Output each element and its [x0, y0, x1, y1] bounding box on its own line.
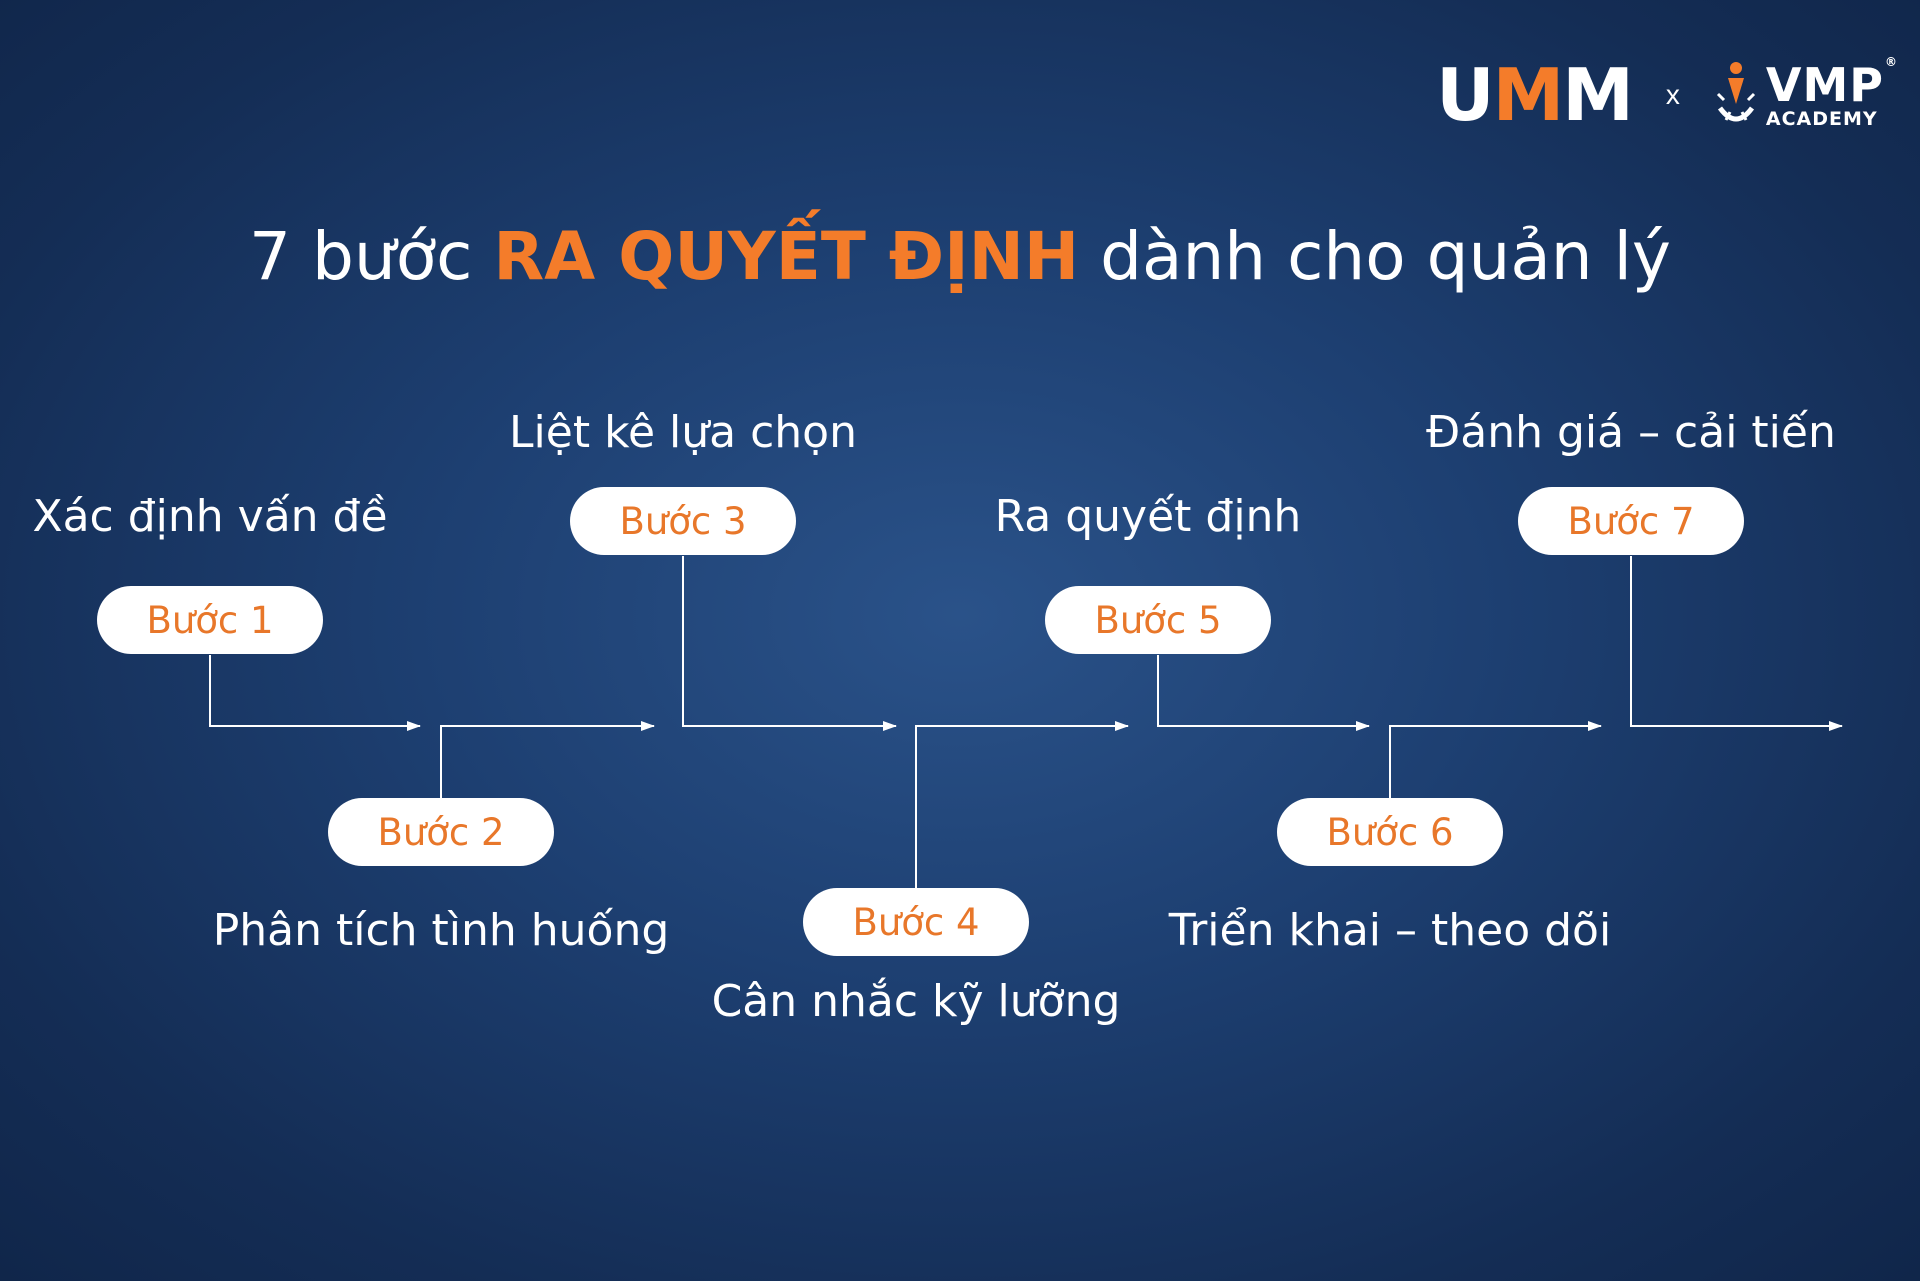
connector-step-3 [682, 556, 897, 731]
connector-step-4 [915, 721, 1129, 888]
brand-logos: UMM x VMP® ACADEMY [1436, 50, 1898, 140]
step-7-badge: Bước 7 [1518, 487, 1744, 555]
connector-step-2 [440, 721, 655, 798]
vmp-academy-logo: VMP® ACADEMY [1714, 54, 1898, 130]
step-3-label: Liệt kê lựa chọn [509, 407, 857, 458]
title-prefix: 7 bước [249, 218, 473, 295]
connector-step-7 [1630, 556, 1843, 731]
step-7-label: Đánh giá – cải tiến [1426, 407, 1836, 458]
step-6-label: Triển khai – theo dõi [1168, 905, 1612, 956]
step-4-badge: Bước 4 [803, 888, 1029, 956]
umm-logo: UMM [1436, 53, 1634, 137]
connector-step-6 [1389, 721, 1602, 798]
step-3-badge: Bước 3 [570, 487, 796, 555]
step-5-label: Ra quyết định [994, 491, 1302, 542]
title-highlight: RA QUYẾT ĐỊNH [493, 218, 1080, 295]
page-title: 7 bước RA QUYẾT ĐỊNH dành cho quản lý [0, 212, 1920, 302]
connector-step-5 [1157, 655, 1370, 731]
step-1-badge: Bước 1 [97, 586, 323, 654]
step-4-label: Cân nhắc kỹ lưỡng [711, 976, 1121, 1027]
step-6-badge: Bước 6 [1277, 798, 1503, 866]
step-5-badge: Bước 5 [1045, 586, 1271, 654]
title-suffix: dành cho quản lý [1100, 218, 1671, 295]
vmp-academy-wordmark: ACADEMY [1765, 107, 1878, 130]
vmp-emblem-icon [1716, 62, 1755, 122]
step-2-label: Phân tích tình huống [212, 905, 670, 956]
step-2-badge: Bước 2 [328, 798, 554, 866]
logo-separator: x [1665, 79, 1680, 110]
step-1-label: Xác định vấn đề [32, 491, 388, 542]
vmp-wordmark: VMP® [1765, 54, 1898, 112]
connector-step-1 [209, 655, 421, 731]
